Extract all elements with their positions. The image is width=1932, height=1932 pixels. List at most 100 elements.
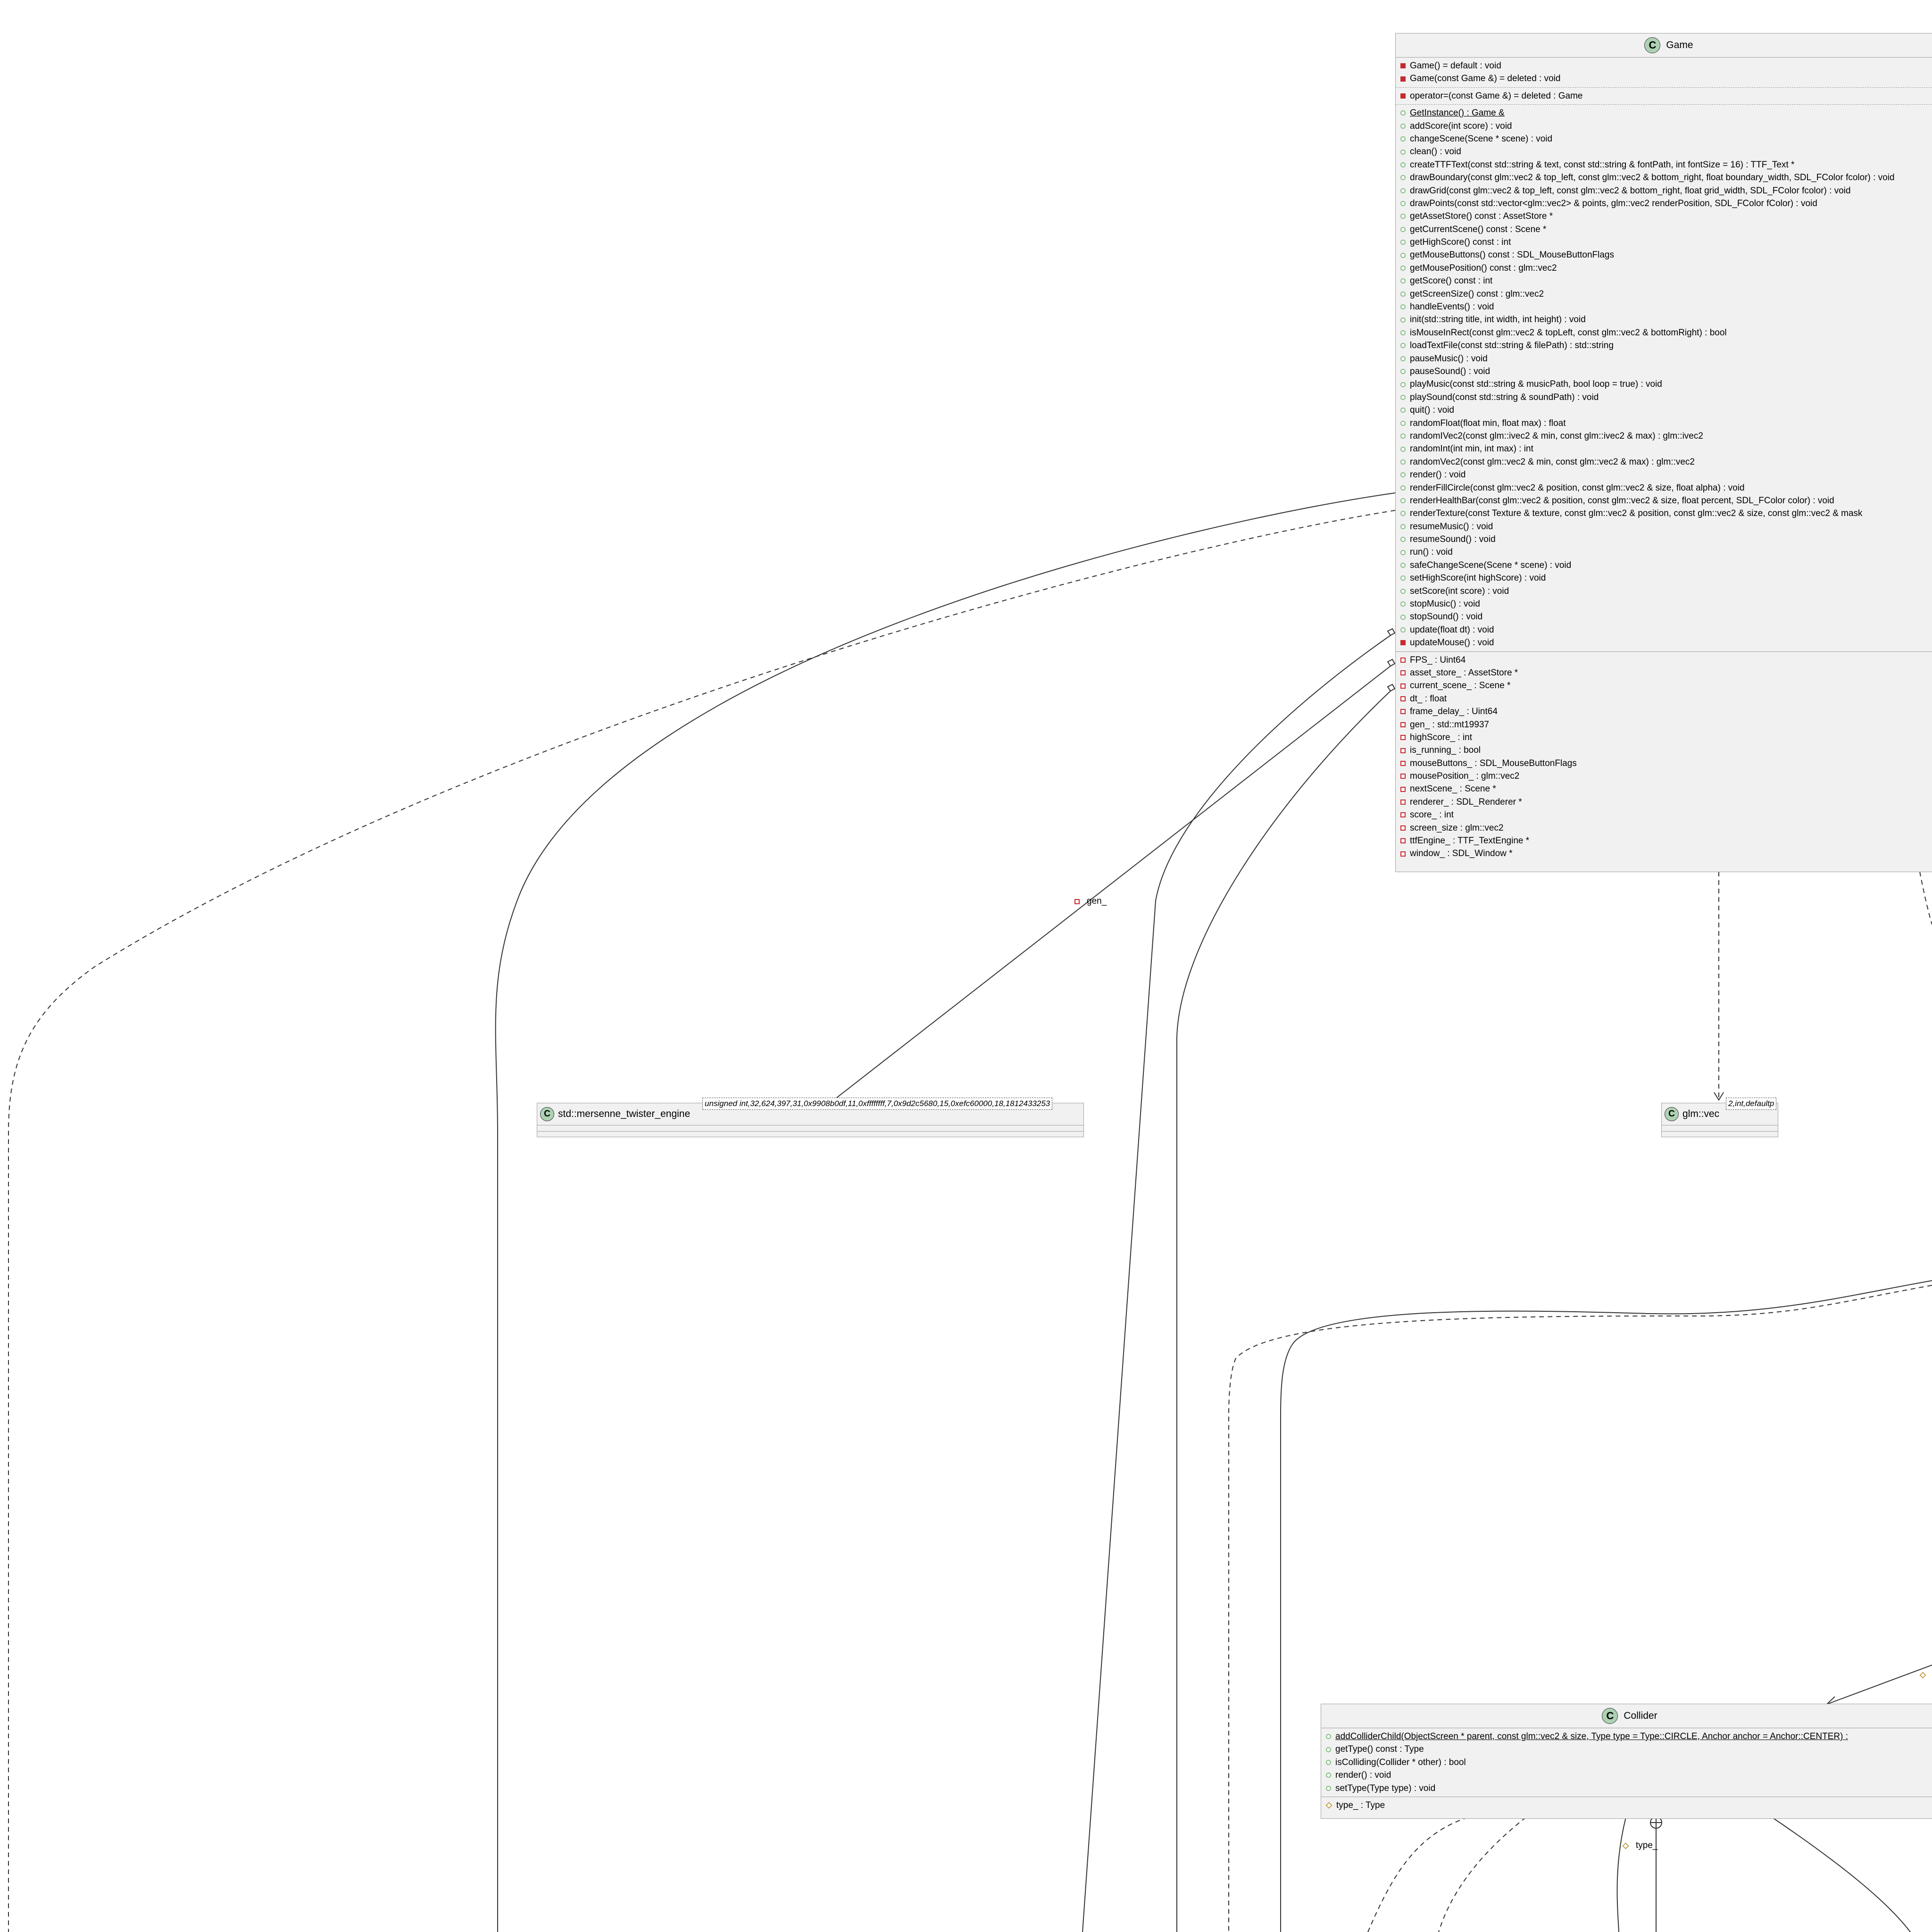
public-member-icon bbox=[1326, 1773, 1331, 1778]
member-row: init(std::string title, int width, int h… bbox=[1396, 313, 1932, 326]
association-line-collider bbox=[1828, 1665, 1932, 1704]
member-text: renderFillCircle(const glm::vec2 & posit… bbox=[1410, 483, 1745, 493]
private-method-icon bbox=[1400, 640, 1406, 646]
public-member-icon bbox=[1400, 123, 1406, 129]
class-glm-vec[interactable]: C glm::vec 2,int,defaultp bbox=[1661, 1098, 1778, 1137]
private-field-icon bbox=[1400, 786, 1406, 792]
public-member-icon bbox=[1400, 459, 1406, 465]
member-text: changeScene(Scene * scene) : void bbox=[1410, 133, 1553, 144]
private-field-icon bbox=[1400, 683, 1406, 689]
member-text: quit() : void bbox=[1410, 405, 1454, 416]
member-row: createTTFText(const std::string & text, … bbox=[1396, 158, 1932, 171]
member-text: getMouseButtons() const : SDL_MouseButto… bbox=[1410, 250, 1615, 260]
member-text: is_running_ : bool bbox=[1410, 745, 1481, 756]
member-text: drawPoints(const std::vector<glm::vec2> … bbox=[1410, 198, 1817, 208]
association-line-mid bbox=[1280, 1280, 1932, 1932]
member-text: randomInt(int min, int max) : int bbox=[1410, 444, 1533, 454]
aggregation-line-gen bbox=[830, 666, 1391, 1103]
class-header: C std::mersenne_twister_engine unsigned … bbox=[537, 1098, 1083, 1125]
aggregation-diamond-gen bbox=[1387, 658, 1396, 667]
member-text: isColliding(Collider * other) : bool bbox=[1335, 1757, 1466, 1767]
member-text: addScore(int score) : void bbox=[1410, 121, 1512, 131]
member-text: safeChangeScene(Scene * scene) : void bbox=[1410, 560, 1572, 570]
public-member-icon bbox=[1400, 136, 1406, 142]
member-row: operator=(const Game &) = deleted : Game bbox=[1396, 90, 1932, 102]
private-field-icon bbox=[1400, 760, 1406, 766]
member-text: run() : void bbox=[1410, 547, 1453, 558]
private-field-icon bbox=[1400, 709, 1406, 715]
class-header: C Collider bbox=[1321, 1704, 1932, 1728]
relation-label-type: type_ bbox=[1622, 1840, 1657, 1851]
member-text: setScore(int score) : void bbox=[1410, 586, 1509, 596]
relation-label-gen: gen_ bbox=[1074, 896, 1107, 907]
member-text: ttfEngine_ : TTF_TextEngine * bbox=[1410, 836, 1530, 846]
private-field-icon bbox=[1400, 851, 1406, 857]
member-row: type_ : Type bbox=[1321, 1799, 1932, 1812]
member-text: type_ : Type bbox=[1336, 1800, 1385, 1810]
private-field-icon bbox=[1400, 774, 1406, 779]
member-text: getType() const : Type bbox=[1335, 1744, 1424, 1755]
member-row: playSound(const std::string & soundPath)… bbox=[1396, 391, 1932, 404]
class-badge-icon: C bbox=[1602, 1708, 1618, 1724]
member-row: setType(Type type) : void bbox=[1321, 1782, 1932, 1795]
public-member-icon bbox=[1400, 627, 1406, 633]
class-name: glm::vec bbox=[1682, 1108, 1720, 1119]
member-text: render() : void bbox=[1410, 470, 1466, 480]
public-member-icon bbox=[1400, 575, 1406, 581]
public-member-icon bbox=[1400, 511, 1406, 516]
member-text: stopMusic() : void bbox=[1410, 599, 1480, 609]
public-member-icon bbox=[1326, 1785, 1331, 1791]
member-text: renderHealthBar(const glm::vec2 & positi… bbox=[1410, 495, 1834, 506]
member-text: getScreenSize() const : glm::vec2 bbox=[1410, 289, 1544, 299]
class-name: Collider bbox=[1624, 1710, 1657, 1722]
member-text: getMousePosition() const : glm::vec2 bbox=[1410, 263, 1557, 273]
member-row: changeScene(Scene * scene) : void bbox=[1396, 133, 1932, 145]
member-text: frame_delay_ : Uint64 bbox=[1410, 707, 1498, 717]
member-row: mousePosition_ : glm::vec2 bbox=[1396, 770, 1932, 783]
member-row: frame_delay_ : Uint64 bbox=[1396, 705, 1932, 718]
public-member-icon bbox=[1400, 408, 1406, 413]
member-row: stopSound() : void bbox=[1396, 610, 1932, 623]
class-mersenne-twister-engine[interactable]: C std::mersenne_twister_engine unsigned … bbox=[537, 1098, 1084, 1137]
member-row: addColliderChild(ObjectScreen * parent, … bbox=[1321, 1730, 1932, 1743]
member-row: drawBoundary(const glm::vec2 & top_left,… bbox=[1396, 171, 1932, 184]
private-method-icon bbox=[1400, 76, 1406, 82]
protected-field-icon bbox=[1622, 1842, 1629, 1849]
member-text: gen_ : std::mt19937 bbox=[1410, 719, 1489, 730]
public-member-icon bbox=[1400, 485, 1406, 491]
member-text: getCurrentScene() const : Scene * bbox=[1410, 224, 1547, 234]
member-row: score_ : int bbox=[1396, 808, 1932, 821]
member-text: randomFloat(float min, float max) : floa… bbox=[1410, 418, 1566, 428]
member-row: render() : void bbox=[1396, 468, 1932, 481]
member-text: renderTexture(const Texture & texture, c… bbox=[1410, 508, 1863, 519]
member-row: stopMusic() : void bbox=[1396, 598, 1932, 610]
member-row: playMusic(const std::string & musicPath,… bbox=[1396, 378, 1932, 391]
member-text: playMusic(const std::string & musicPath,… bbox=[1410, 379, 1662, 390]
member-text: randomIVec2(const glm::ivec2 & min, cons… bbox=[1410, 431, 1703, 441]
public-member-icon bbox=[1400, 226, 1406, 232]
member-row: dt_ : float bbox=[1396, 692, 1932, 705]
aggregation-diamond-1 bbox=[1387, 628, 1396, 636]
member-text: loadTextFile(const std::string & filePat… bbox=[1410, 341, 1614, 351]
public-member-icon bbox=[1400, 369, 1406, 375]
member-row: drawGrid(const glm::vec2 & top_left, con… bbox=[1396, 184, 1932, 197]
empty-section bbox=[1662, 1125, 1778, 1132]
private-field-icon bbox=[1400, 799, 1406, 805]
member-text: renderer_ : SDL_Renderer * bbox=[1410, 797, 1522, 807]
member-text: updateMouse() : void bbox=[1410, 638, 1494, 648]
member-text: screen_size : glm::vec2 bbox=[1410, 823, 1504, 833]
member-text: nextScene_ : Scene * bbox=[1410, 784, 1496, 794]
public-member-icon bbox=[1400, 214, 1406, 219]
member-row: randomIVec2(const glm::ivec2 & min, cons… bbox=[1396, 430, 1932, 442]
member-row: handleEvents() : void bbox=[1396, 300, 1932, 313]
member-row: resumeMusic() : void bbox=[1396, 520, 1932, 533]
member-row: pauseSound() : void bbox=[1396, 365, 1932, 378]
methods-section: GetInstance() : Game &addScore(int score… bbox=[1396, 105, 1932, 652]
member-row: getMouseButtons() const : SDL_MouseButto… bbox=[1396, 249, 1932, 261]
public-member-icon bbox=[1400, 356, 1406, 361]
class-collider[interactable]: C Collider addColliderChild(ObjectScreen… bbox=[1321, 1704, 1932, 1819]
member-row: is_running_ : bool bbox=[1396, 744, 1932, 757]
member-text: setHighScore(int highScore) : void bbox=[1410, 573, 1546, 583]
